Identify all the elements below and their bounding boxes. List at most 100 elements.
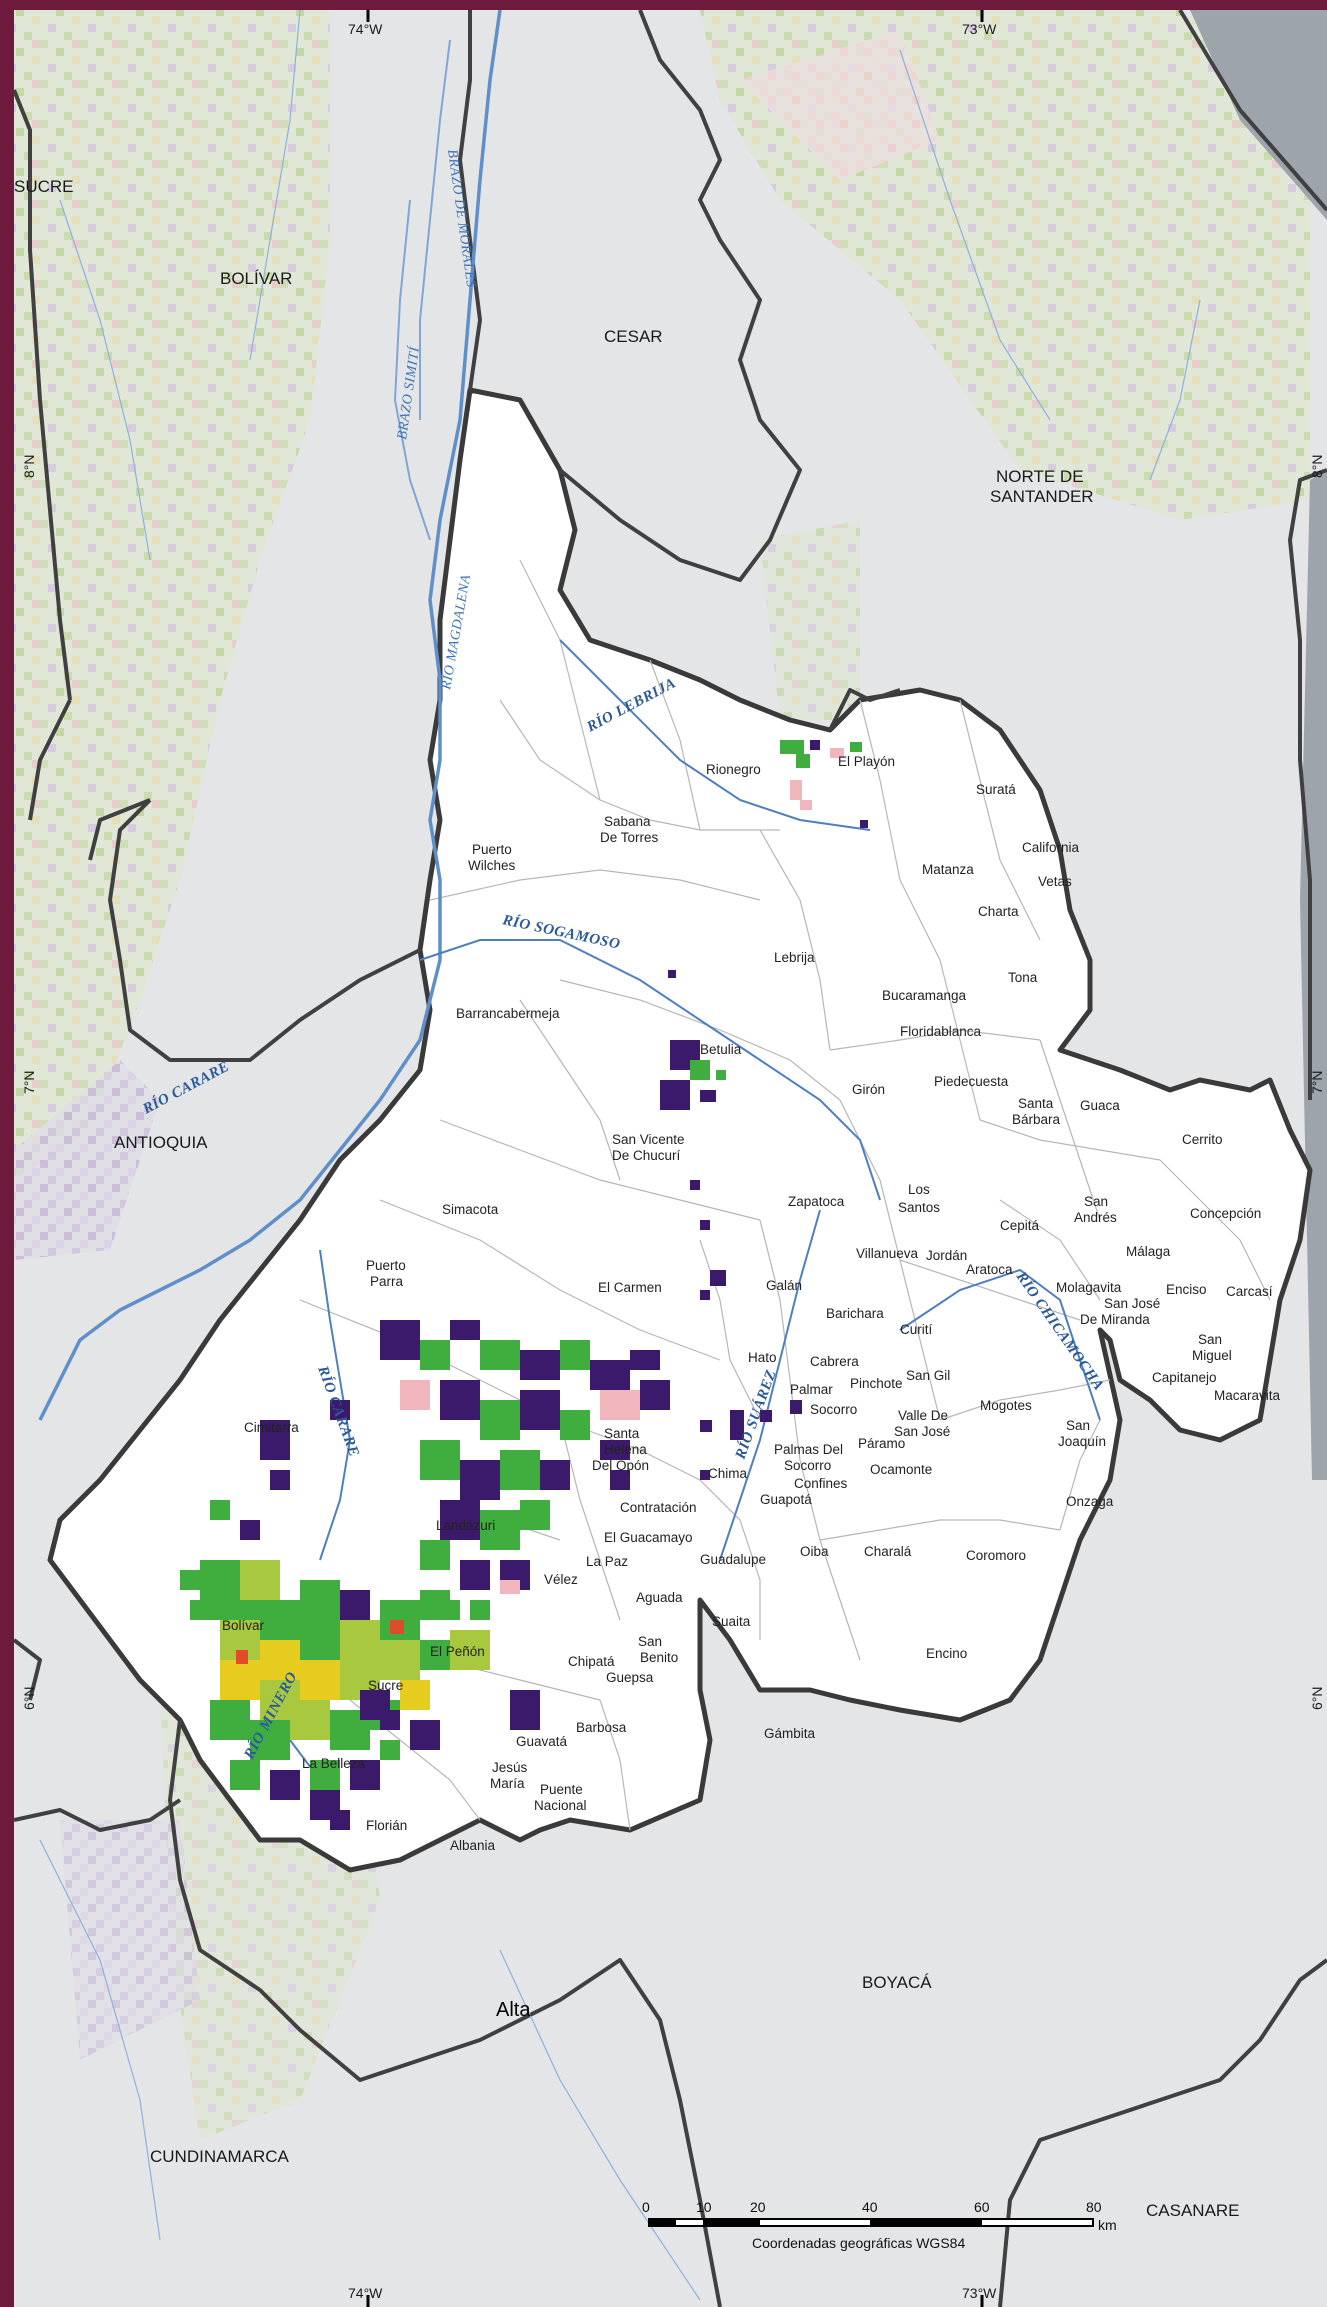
muni-label: San xyxy=(1198,1332,1222,1347)
muni-label: Simacota xyxy=(442,1202,499,1217)
municipality-labels: Rionegro El Playón Suratá Sabana De Torr… xyxy=(222,754,1281,1853)
muni-label: Carcasí xyxy=(1226,1284,1273,1299)
muni-label: Los xyxy=(908,1182,930,1197)
scale-note: Coordenadas geográficas WGS84 xyxy=(752,2235,965,2251)
muni-label: Puente xyxy=(540,1782,583,1797)
muni-label: Aratoca xyxy=(966,1262,1013,1277)
dept-bolivar: BOLÍVAR xyxy=(220,269,292,288)
muni-label: Joaquín xyxy=(1058,1434,1106,1449)
muni-label: Vetas xyxy=(1038,874,1072,889)
muni-label: San Gil xyxy=(906,1368,950,1383)
muni-label: Ocamonte xyxy=(870,1462,932,1477)
muni-label: Molagavita xyxy=(1056,1280,1122,1295)
department-boundaries xyxy=(14,10,1327,2307)
santander-department[interactable] xyxy=(47,387,1313,1873)
muni-label: Albania xyxy=(450,1838,496,1853)
muni-label: Socorro xyxy=(810,1402,857,1417)
muni-label: San Vicente xyxy=(612,1132,685,1147)
muni-label: Nacional xyxy=(534,1798,587,1813)
muni-label: Bucaramanga xyxy=(882,988,967,1003)
scale-tick-20: 20 xyxy=(750,2199,766,2215)
coord-left-7n: 7°N xyxy=(21,1071,37,1095)
muni-label: Mogotes xyxy=(980,1398,1032,1413)
scale-tick-0: 0 xyxy=(642,2199,650,2215)
muni-label: Florián xyxy=(366,1818,407,1833)
muni-label: Girón xyxy=(852,1082,885,1097)
map-canvas[interactable]: 0 10 20 40 60 80 km Coordenadas geográfi… xyxy=(14,10,1327,2307)
scale-tick-10: 10 xyxy=(696,2199,712,2215)
muni-label: Zapatoca xyxy=(788,1194,845,1209)
muni-label: Palmas Del xyxy=(774,1442,843,1457)
rio-chicamocha xyxy=(899,1268,1101,1421)
muni-label: Guaca xyxy=(1080,1098,1120,1113)
muni-label: Macaravita xyxy=(1214,1388,1281,1403)
muni-label: San José xyxy=(1104,1296,1160,1311)
muni-label: Galán xyxy=(766,1278,802,1293)
coord-left-8n: 8°N xyxy=(21,455,37,479)
muni-label: Guapotá xyxy=(760,1492,812,1507)
brazo-simiti xyxy=(393,199,431,541)
muni-label: Miguel xyxy=(1192,1348,1232,1363)
muni-label: Betulia xyxy=(700,1042,742,1057)
dept-casanare: CASANARE xyxy=(1146,2201,1240,2220)
coord-top-73w: 73°W xyxy=(962,21,997,37)
muni-label: Valle De xyxy=(898,1408,948,1423)
muni-label: Benito xyxy=(640,1650,678,1665)
scale-tick-80: 80 xyxy=(1086,2199,1102,2215)
scale-tick-60: 60 xyxy=(974,2199,990,2215)
muni-label: María xyxy=(490,1776,525,1791)
muni-label: Del Opón xyxy=(592,1458,649,1473)
vegetation-texture xyxy=(14,10,1310,2140)
muni-label: Concepción xyxy=(1190,1206,1261,1221)
muni-label: Sabana xyxy=(604,814,651,829)
muni-label: Suratá xyxy=(976,782,1016,797)
muni-label: Onzaga xyxy=(1066,1494,1114,1509)
muni-label: Santa xyxy=(604,1426,640,1441)
rio-sogamoso xyxy=(419,939,881,1201)
coord-right-8n: 8°N xyxy=(1309,455,1325,479)
muni-label: Andrés xyxy=(1074,1210,1117,1225)
muni-label: Jesús xyxy=(492,1760,528,1775)
muni-label: Contratación xyxy=(620,1500,697,1515)
alta-label: Alta xyxy=(496,1999,531,2021)
muni-label: Coromoro xyxy=(966,1548,1026,1563)
scale-bar: 0 10 20 40 60 80 km Coordenadas geográfi… xyxy=(642,2199,1117,2251)
muni-label: San xyxy=(1084,1194,1108,1209)
muni-label: Matanza xyxy=(922,862,974,877)
muni-label: El Peñón xyxy=(430,1644,485,1659)
muni-label: Rionegro xyxy=(706,762,761,777)
muni-label: Jordán xyxy=(926,1248,967,1263)
muni-label: San xyxy=(638,1634,662,1649)
muni-label: Floridablanca xyxy=(900,1024,982,1039)
muni-label: Gámbita xyxy=(764,1726,816,1741)
muni-label: Santa xyxy=(1018,1096,1054,1111)
rivers xyxy=(38,10,1201,2301)
muni-label: Oiba xyxy=(800,1544,829,1559)
muni-label: Pinchote xyxy=(850,1376,903,1391)
grey-region xyxy=(1190,10,1327,220)
muni-label: Villanueva xyxy=(856,1246,919,1261)
coord-right-7n: 7°N xyxy=(1309,1071,1325,1095)
dept-sucre: SUCRE xyxy=(14,177,74,196)
coord-bottom-74w: 74°W xyxy=(348,2285,383,2301)
dept-antioquia: ANTIOQUIA xyxy=(114,1133,208,1152)
coord-right-6n: 6°N xyxy=(1309,1687,1325,1711)
muni-label: Cabrera xyxy=(810,1354,859,1369)
muni-label: Bolívar xyxy=(222,1618,265,1633)
muni-label: Socorro xyxy=(784,1458,831,1473)
muni-label: El Carmen xyxy=(598,1280,662,1295)
dept-cesar: CESAR xyxy=(604,327,663,346)
muni-label: El Guacamayo xyxy=(604,1530,693,1545)
scale-tick-40: 40 xyxy=(862,2199,878,2215)
muni-label: De Miranda xyxy=(1080,1312,1150,1327)
muni-label: Barbosa xyxy=(576,1720,627,1735)
brazo-de-morales xyxy=(419,39,451,420)
grey-region-right xyxy=(1300,470,1327,1480)
muni-label: La Paz xyxy=(586,1554,628,1569)
rio-magdalena xyxy=(38,10,502,1421)
muni-label: Cimitarra xyxy=(244,1420,299,1435)
muni-label: Charta xyxy=(978,904,1019,919)
muni-label: Tona xyxy=(1008,970,1038,985)
dept-boyaca: BOYACÁ xyxy=(862,1973,932,1992)
muni-label: El Playón xyxy=(838,754,895,769)
